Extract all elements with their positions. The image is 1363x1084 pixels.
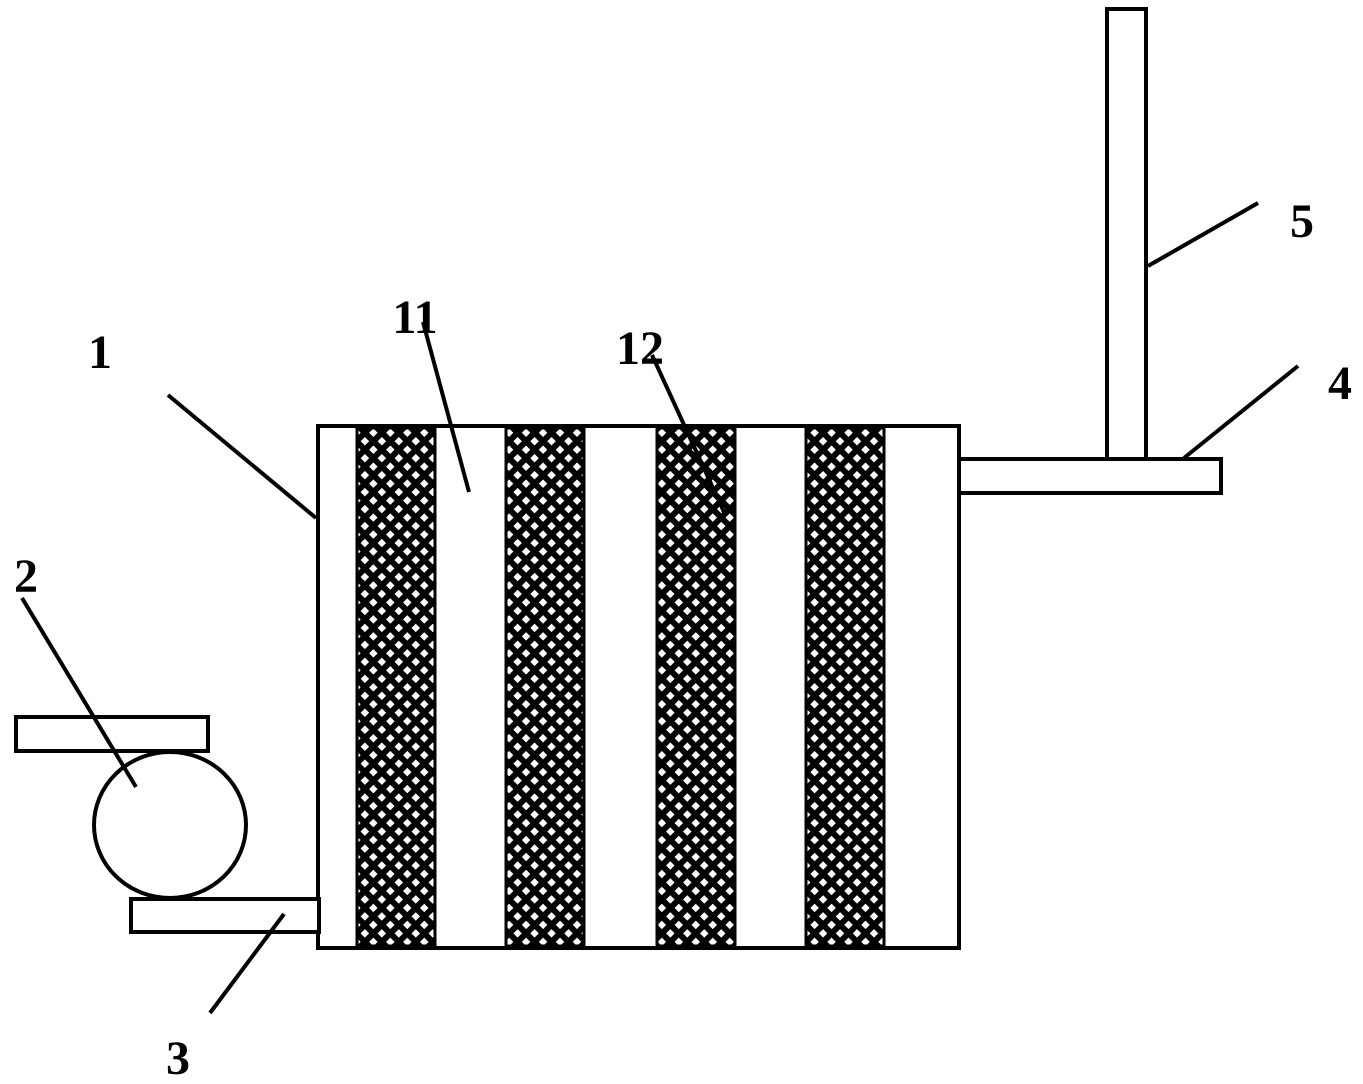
leader-line-tank [166,393,318,520]
leader-line-inlet-pipe [208,912,286,1015]
outlet-pipe [956,457,1223,495]
leader-line-outlet-pipe [1182,364,1300,460]
leader-line-mesh-layer [650,354,726,513]
vent-pipe [1105,7,1148,463]
mesh-layers [355,426,886,948]
leader-line-vent-pipe [1147,201,1259,268]
mesh-layer [804,426,886,948]
label-vent-pipe: 5 [1290,195,1314,248]
pump-body [92,750,248,900]
label-mesh-layer: 12 [616,322,664,375]
label-tank: 1 [88,326,112,379]
leader-line-plain-layer [421,321,471,493]
leader-line-pump [20,596,138,789]
label-pump: 2 [14,550,38,603]
mesh-layer [504,426,586,948]
label-outlet-pipe: 4 [1328,357,1352,410]
mesh-layer [655,426,737,948]
label-inlet-pipe: 3 [166,1032,190,1084]
inlet-pipe [129,897,321,934]
mesh-layer [355,426,437,948]
label-plain-layer: 11 [392,291,437,344]
